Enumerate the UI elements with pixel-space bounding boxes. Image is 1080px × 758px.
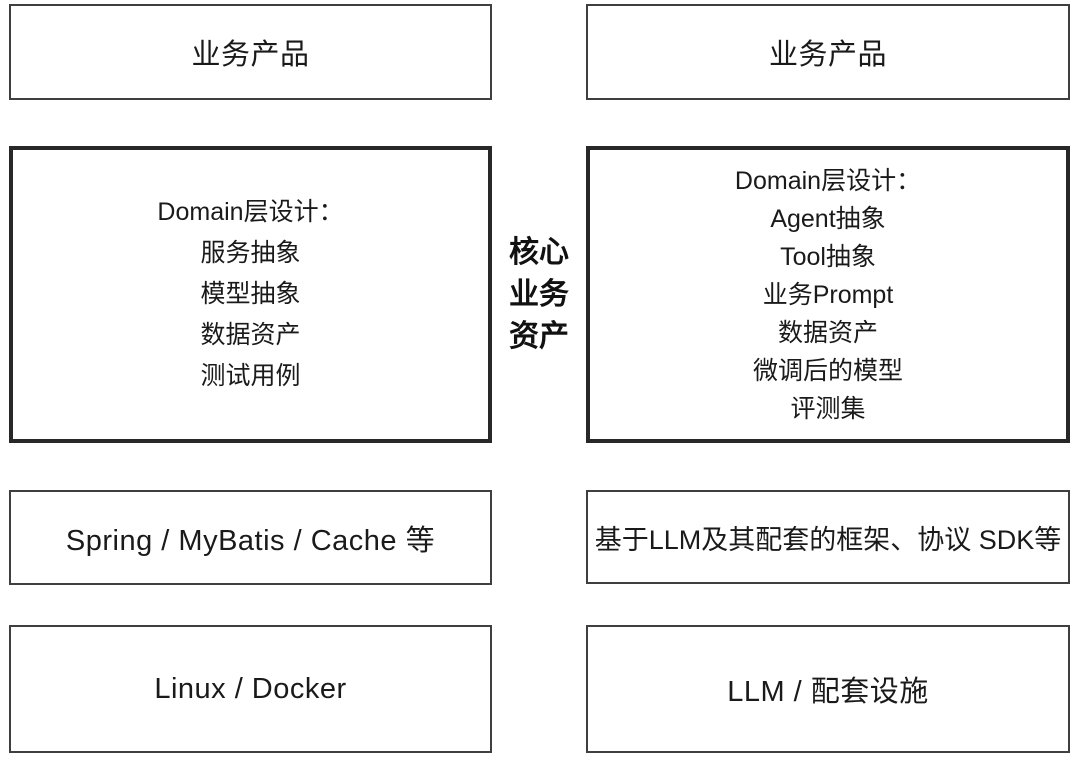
right-domain-content: Domain层设计： Agent抽象 Tool抽象 业务Prompt 数据资产 …	[735, 162, 921, 428]
right-framework-box: 基于LLM及其配套的框架、协议 SDK等	[586, 490, 1070, 584]
left-domain-heading: Domain层设计：	[157, 198, 344, 226]
left-business-product-label: 业务产品	[191, 39, 310, 71]
right-infrastructure-label: LLM / 配套设施	[727, 676, 929, 708]
core-business-assets-label: 核心 业务 资产	[492, 146, 586, 443]
right-domain-item: Agent抽象	[770, 204, 886, 233]
right-framework-label: 基于LLM及其配套的框架、协议 SDK等	[594, 524, 1062, 555]
left-domain-item: 数据资产	[200, 321, 301, 349]
right-domain-item: 评测集	[790, 394, 866, 423]
left-framework-label: Spring / MyBatis / Cache 等	[65, 524, 436, 557]
core-label-line: 核心	[509, 235, 569, 269]
core-label-line: 资产	[509, 319, 569, 353]
right-domain-item: 微调后的模型	[752, 356, 903, 385]
right-business-product-label: 业务产品	[768, 39, 887, 71]
right-infrastructure-box: LLM / 配套设施	[586, 625, 1070, 753]
right-domain-item: 数据资产	[777, 318, 878, 347]
left-domain-design-box: Domain层设计： 服务抽象 模型抽象 数据资产 测试用例	[9, 146, 492, 443]
right-domain-heading: Domain层设计：	[734, 166, 922, 195]
left-business-product-box: 业务产品	[9, 4, 492, 100]
right-business-product-box: 业务产品	[586, 4, 1070, 100]
core-label-line: 业务	[509, 277, 569, 311]
left-infrastructure-label: Linux / Docker	[154, 672, 347, 705]
left-domain-item: 测试用例	[200, 362, 301, 390]
left-domain-content: Domain层设计： 服务抽象 模型抽象 数据资产 测试用例	[157, 192, 343, 397]
left-domain-item: 服务抽象	[200, 239, 301, 267]
right-domain-item: Tool抽象	[780, 242, 876, 271]
right-domain-item: 业务Prompt	[762, 280, 894, 309]
left-infrastructure-box: Linux / Docker	[9, 625, 492, 753]
right-domain-design-box: Domain层设计： Agent抽象 Tool抽象 业务Prompt 数据资产 …	[586, 146, 1070, 443]
left-domain-item: 模型抽象	[200, 280, 301, 308]
left-framework-box: Spring / MyBatis / Cache 等	[9, 490, 492, 585]
